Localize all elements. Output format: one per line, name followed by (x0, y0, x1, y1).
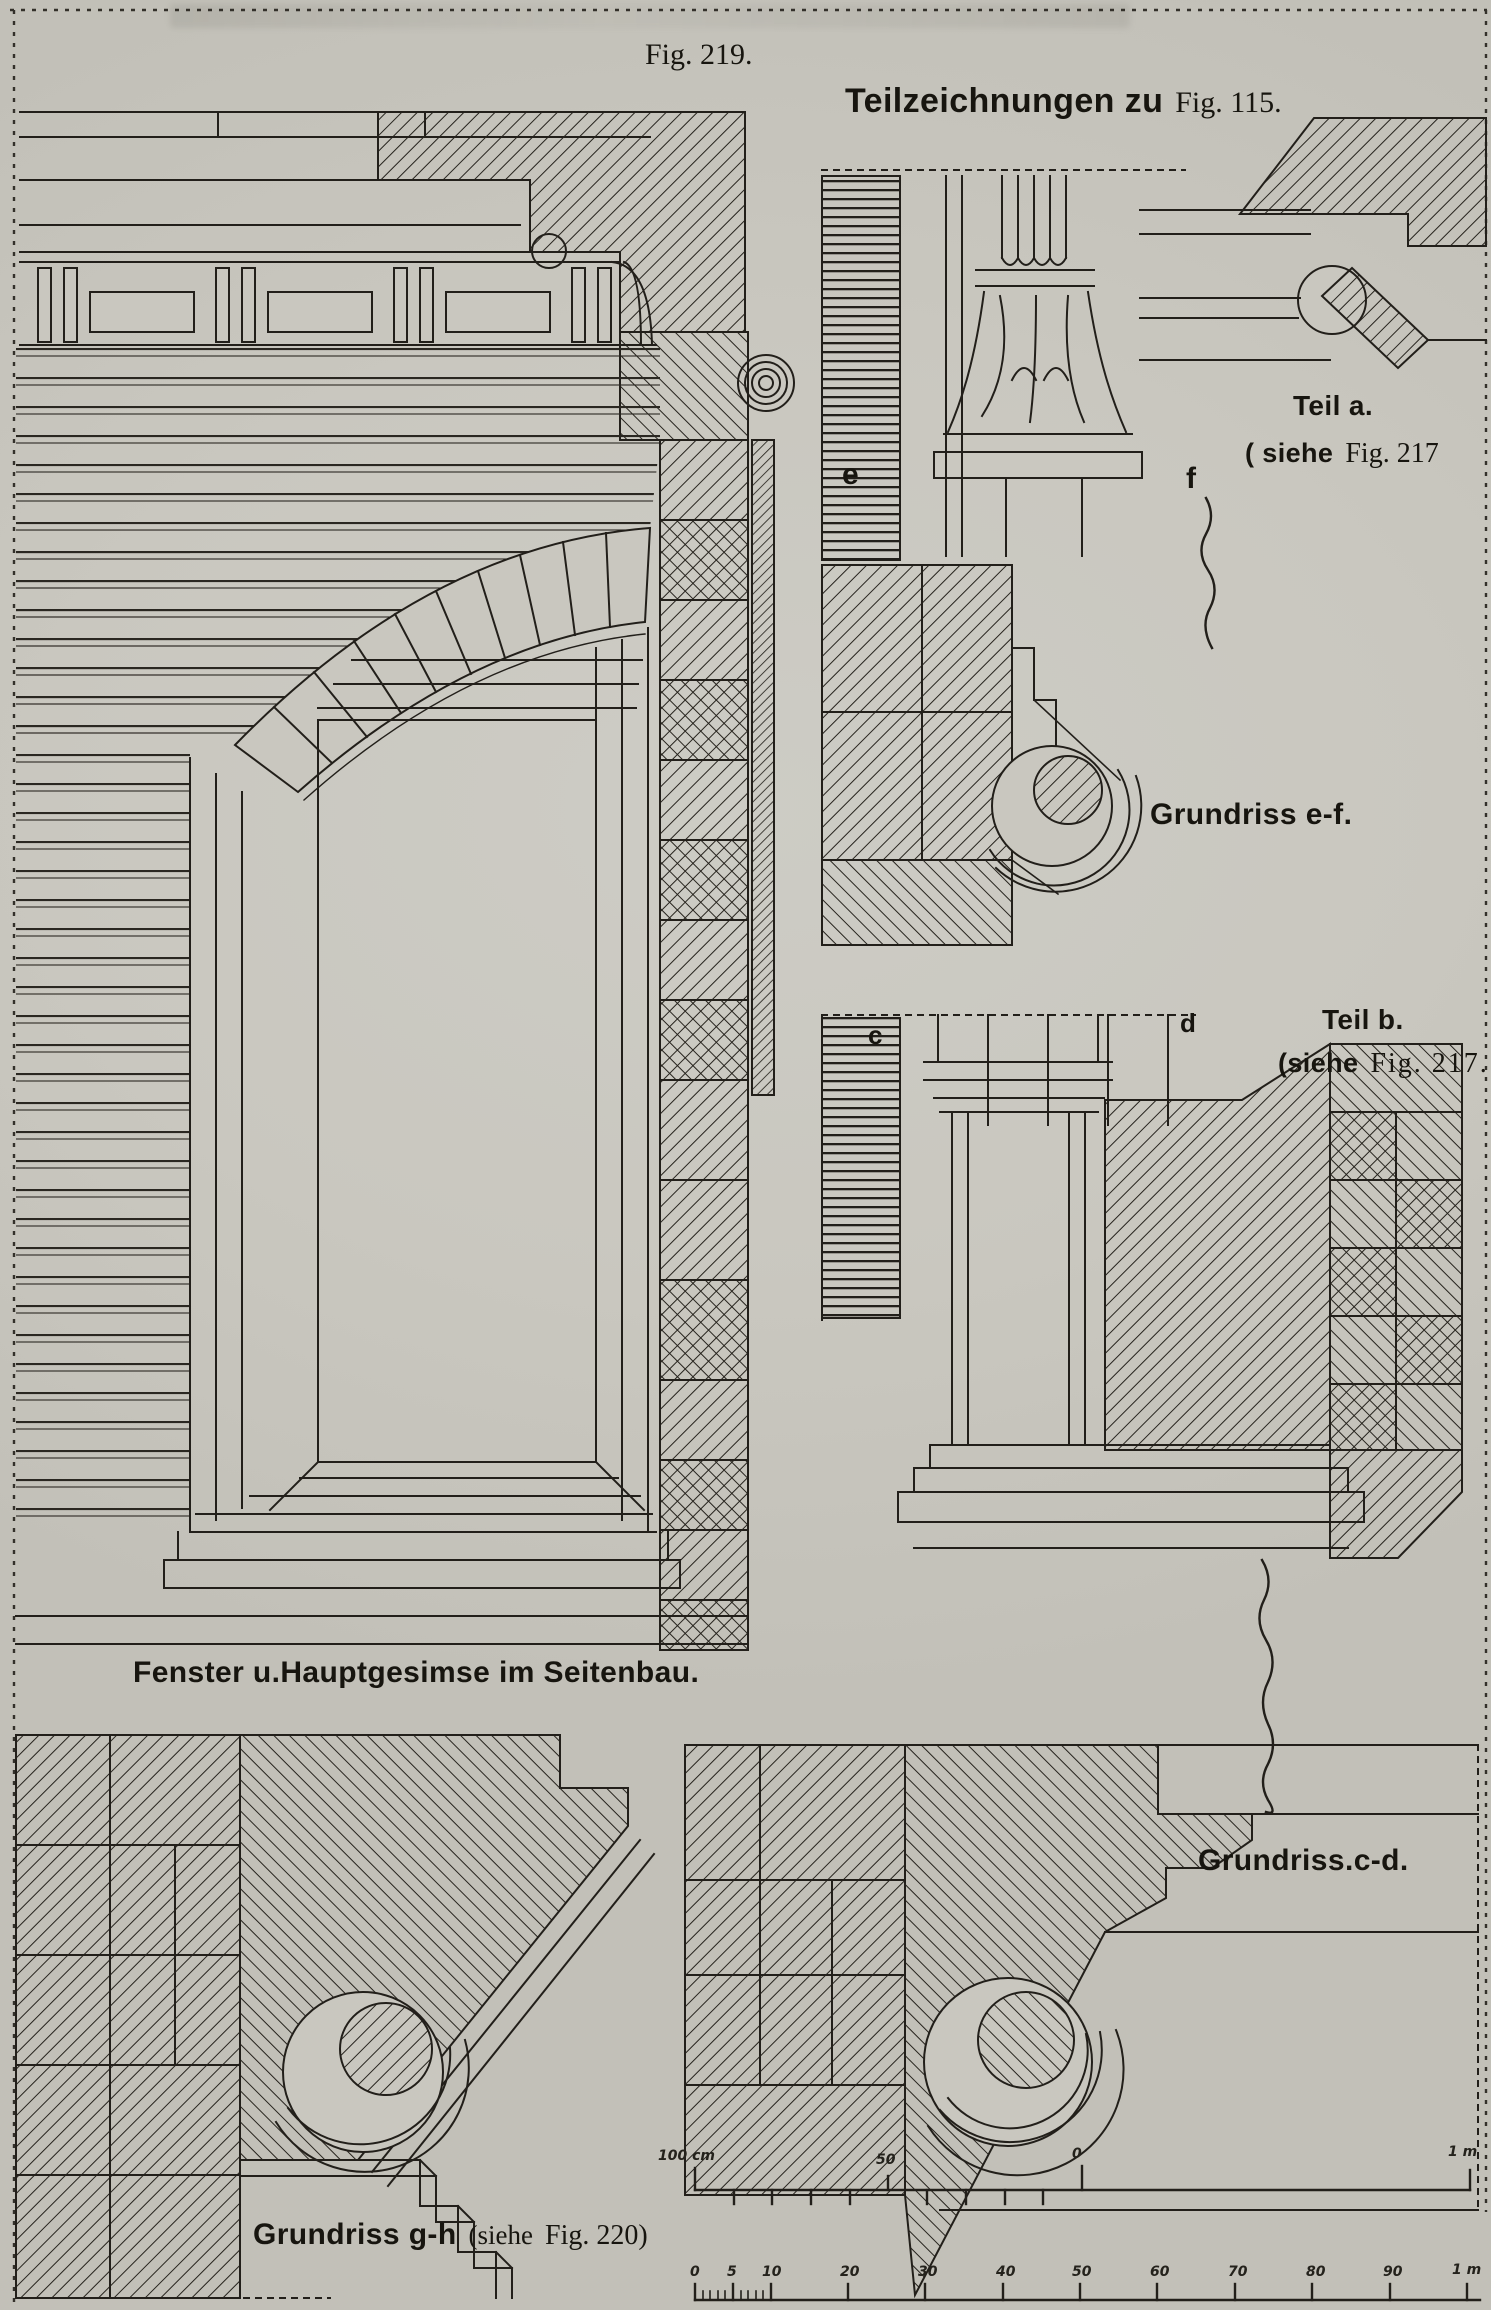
teil-b-ref-fig: Fig. 217. (1370, 1048, 1489, 1079)
section-cut-squiggle (1258, 1558, 1275, 1814)
figure-title: Fig. 219. (645, 38, 753, 71)
grundriss-gh-ref-fig: Fig. 220) (545, 2220, 648, 2251)
scale-lower-label-20: 20 (840, 2264, 860, 2280)
scale-upper-label-50: 50 (876, 2152, 896, 2168)
window-elevation-drawing (15, 111, 795, 1651)
dentils (37, 260, 654, 347)
scale-bar-upper (693, 2164, 1472, 2206)
section-cut-squiggle (1200, 496, 1216, 650)
teil-a-title: Teil a. (1293, 390, 1374, 421)
marker-e: e (842, 458, 860, 491)
scale-lower-label-90: 90 (1383, 2264, 1403, 2280)
teil-a-ref-open: ( siehe (1245, 438, 1334, 468)
grundriss-gh-ref-open: (siehe (468, 2220, 534, 2250)
scale-lower-label-0: 0 (690, 2264, 700, 2280)
scale-upper-label-100cm: 100 cm (658, 2148, 715, 2164)
teil-a-reference: ( siehe Fig. 217 (1245, 440, 1439, 468)
grundriss-gh-plan-drawing (15, 1734, 656, 2299)
scroll-ornament (737, 354, 795, 412)
teil-b-section-drawing (821, 1014, 1463, 1814)
grundriss-ef-plan-drawing (821, 564, 1143, 946)
scale-lower-label-5: 5 (727, 2264, 737, 2280)
scale-bar-lower (693, 2282, 1482, 2302)
scale-lower-label-40: 40 (996, 2264, 1016, 2280)
teil-b-reference: (siehe Fig. 217. (1278, 1050, 1489, 1078)
marker-c: c (868, 1020, 883, 1050)
scale-upper-label-0: 0 (1072, 2146, 1082, 2162)
subtitle-hand-lettering: Teilzeichnungen zu (845, 82, 1164, 120)
scale-lower-label-10: 10 (762, 2264, 782, 2280)
scale-lower-label-50: 50 (1072, 2264, 1092, 2280)
window-frame (15, 627, 749, 1645)
page-border-dotted (10, 8, 1488, 2306)
hatched-pier (659, 439, 775, 1651)
figure-subtitle: Teilzeichnungen zu Fig. 115. (845, 84, 1282, 118)
scale-lower-label-1m: 1 m (1452, 2262, 1482, 2278)
scale-lower-label-60: 60 (1150, 2264, 1170, 2280)
teil-a-ref-fig: Fig. 217 (1345, 438, 1439, 469)
grundriss-cd-caption: Grundriss.c-d. (1198, 1844, 1409, 1877)
scale-lower-label-80: 80 (1306, 2264, 1326, 2280)
grundriss-gh-caption-row: Grundriss g-h (siehe Fig. 220) (253, 2220, 648, 2250)
grundriss-gh-caption: Grundriss g-h (253, 2218, 457, 2251)
brick-grid (1329, 1043, 1463, 1451)
grundriss-cd-plan-drawing (684, 1744, 1479, 2299)
scale-lower-label-70: 70 (1228, 2264, 1248, 2280)
grundriss-ef-caption: Grundriss e-f. (1150, 798, 1353, 831)
teil-b-title: Teil b. (1322, 1004, 1404, 1035)
teil-b-ref-open: (siehe (1278, 1048, 1359, 1078)
print-bleed-through (170, 4, 1130, 28)
teil-a-section-drawing (821, 117, 1487, 650)
scale-upper-label-1m: 1 m (1448, 2144, 1478, 2160)
scale-lower-label-30: 30 (918, 2264, 938, 2280)
marker-d: d (1180, 1008, 1197, 1038)
marker-f: f (1186, 462, 1197, 495)
left-drawing-caption: Fenster u.Hauptgesimse im Seitenbau. (133, 1656, 700, 1689)
subtitle-figure-ref: Fig. 115. (1175, 86, 1282, 119)
